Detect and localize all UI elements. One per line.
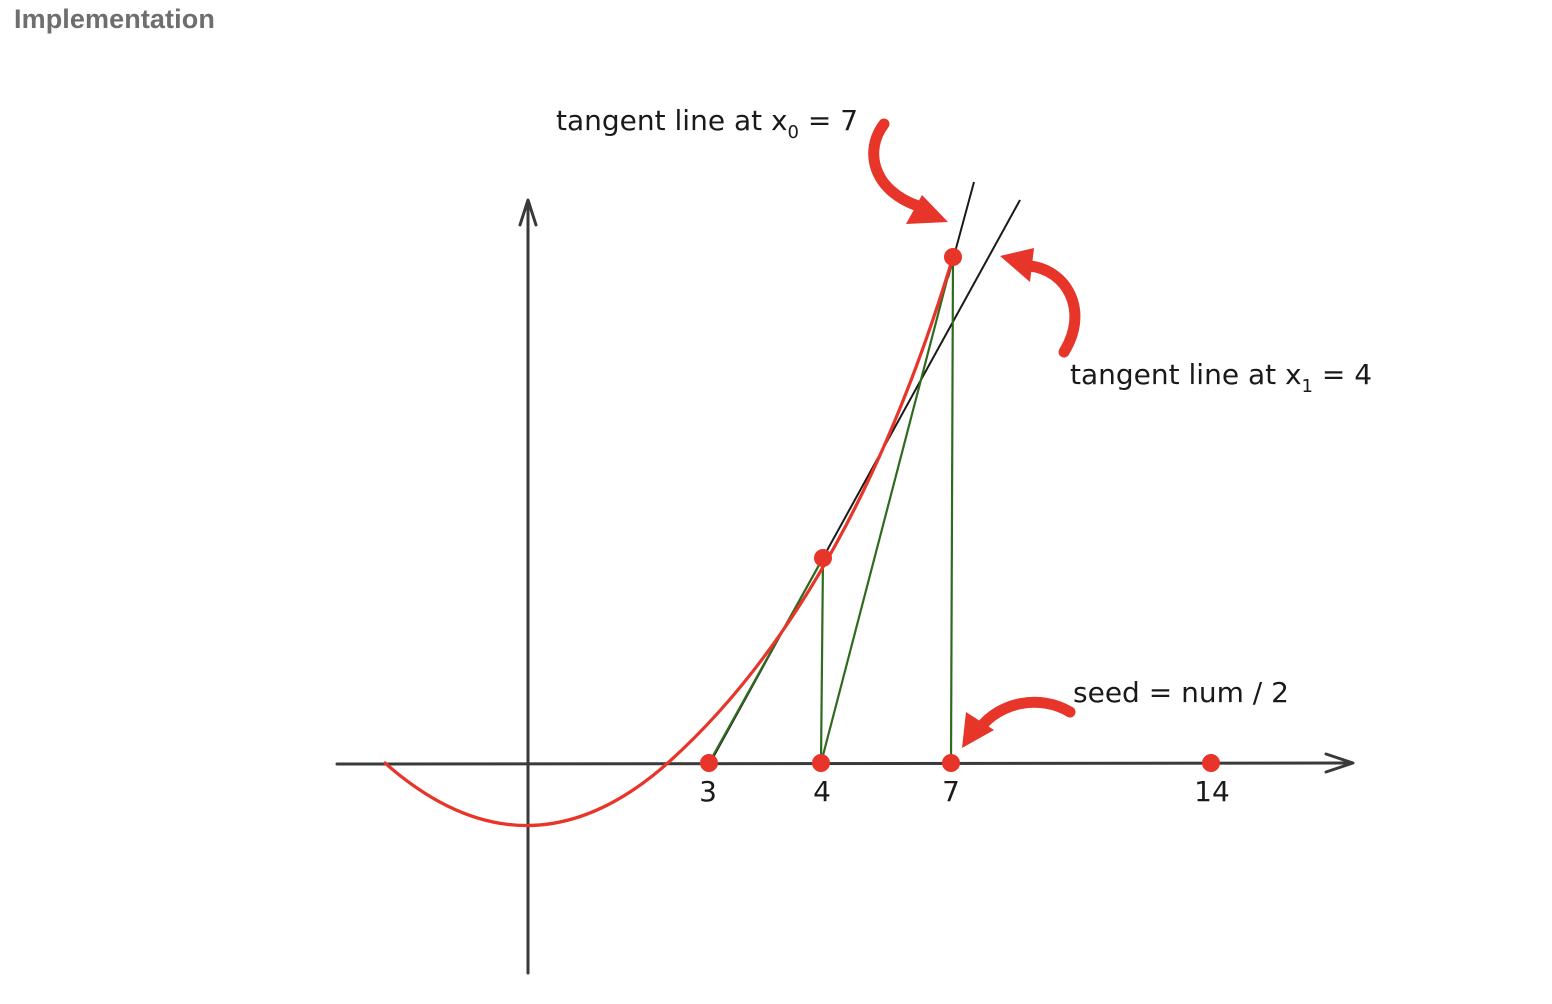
construction-lines (708, 256, 955, 764)
axes (335, 198, 1355, 975)
tick-label: 7 (942, 775, 960, 808)
function-curve (383, 255, 955, 827)
section-title: Implementation (14, 4, 215, 34)
construction-line (819, 256, 955, 764)
y-axis-arrowhead (518, 198, 538, 227)
point-x-3 (700, 754, 718, 772)
tick-label: 4 (813, 775, 831, 808)
point-x-4 (812, 754, 830, 772)
seed-label: seed = num / 2 (1073, 676, 1289, 709)
construction-line (708, 557, 824, 764)
x-axis-arrowhead (1324, 752, 1355, 774)
tick-label: 3 (699, 775, 717, 808)
point-f-x0 (944, 248, 962, 266)
tangent-x1-label: tangent line at x1 = 4 (1070, 358, 1372, 397)
point-f-x1 (814, 549, 832, 567)
annotation-arrows (868, 118, 1081, 748)
arrow-seed-icon (962, 696, 1076, 748)
points (700, 248, 1220, 772)
tangent-x0-label: tangent line at x0 = 7 (556, 104, 858, 143)
point-x-14 (1202, 754, 1220, 772)
arrow-tangent-x0-icon (868, 118, 948, 224)
construction-line (819, 557, 825, 764)
point-x-7 (942, 754, 960, 772)
construction-line (949, 256, 955, 764)
tick-label: 14 (1194, 775, 1230, 808)
tick-labels: 3 4 7 14 (699, 775, 1230, 808)
x-axis (335, 761, 1350, 766)
arrow-tangent-x1-icon (1000, 248, 1081, 358)
